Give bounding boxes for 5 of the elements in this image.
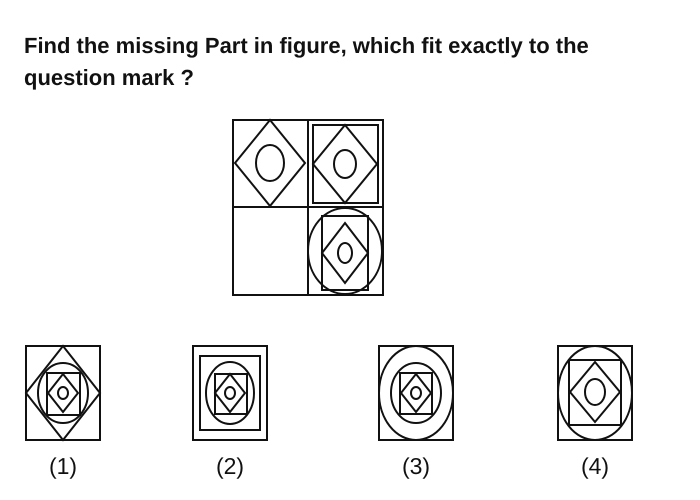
option-number: (1) [48, 453, 78, 480]
option-number: (2) [214, 453, 246, 480]
option-number: (3) [400, 453, 432, 480]
option-number: (4) [580, 453, 610, 480]
question-text: Find the missing Part in figure, which fit exactly to the question mark ? [24, 32, 590, 92]
